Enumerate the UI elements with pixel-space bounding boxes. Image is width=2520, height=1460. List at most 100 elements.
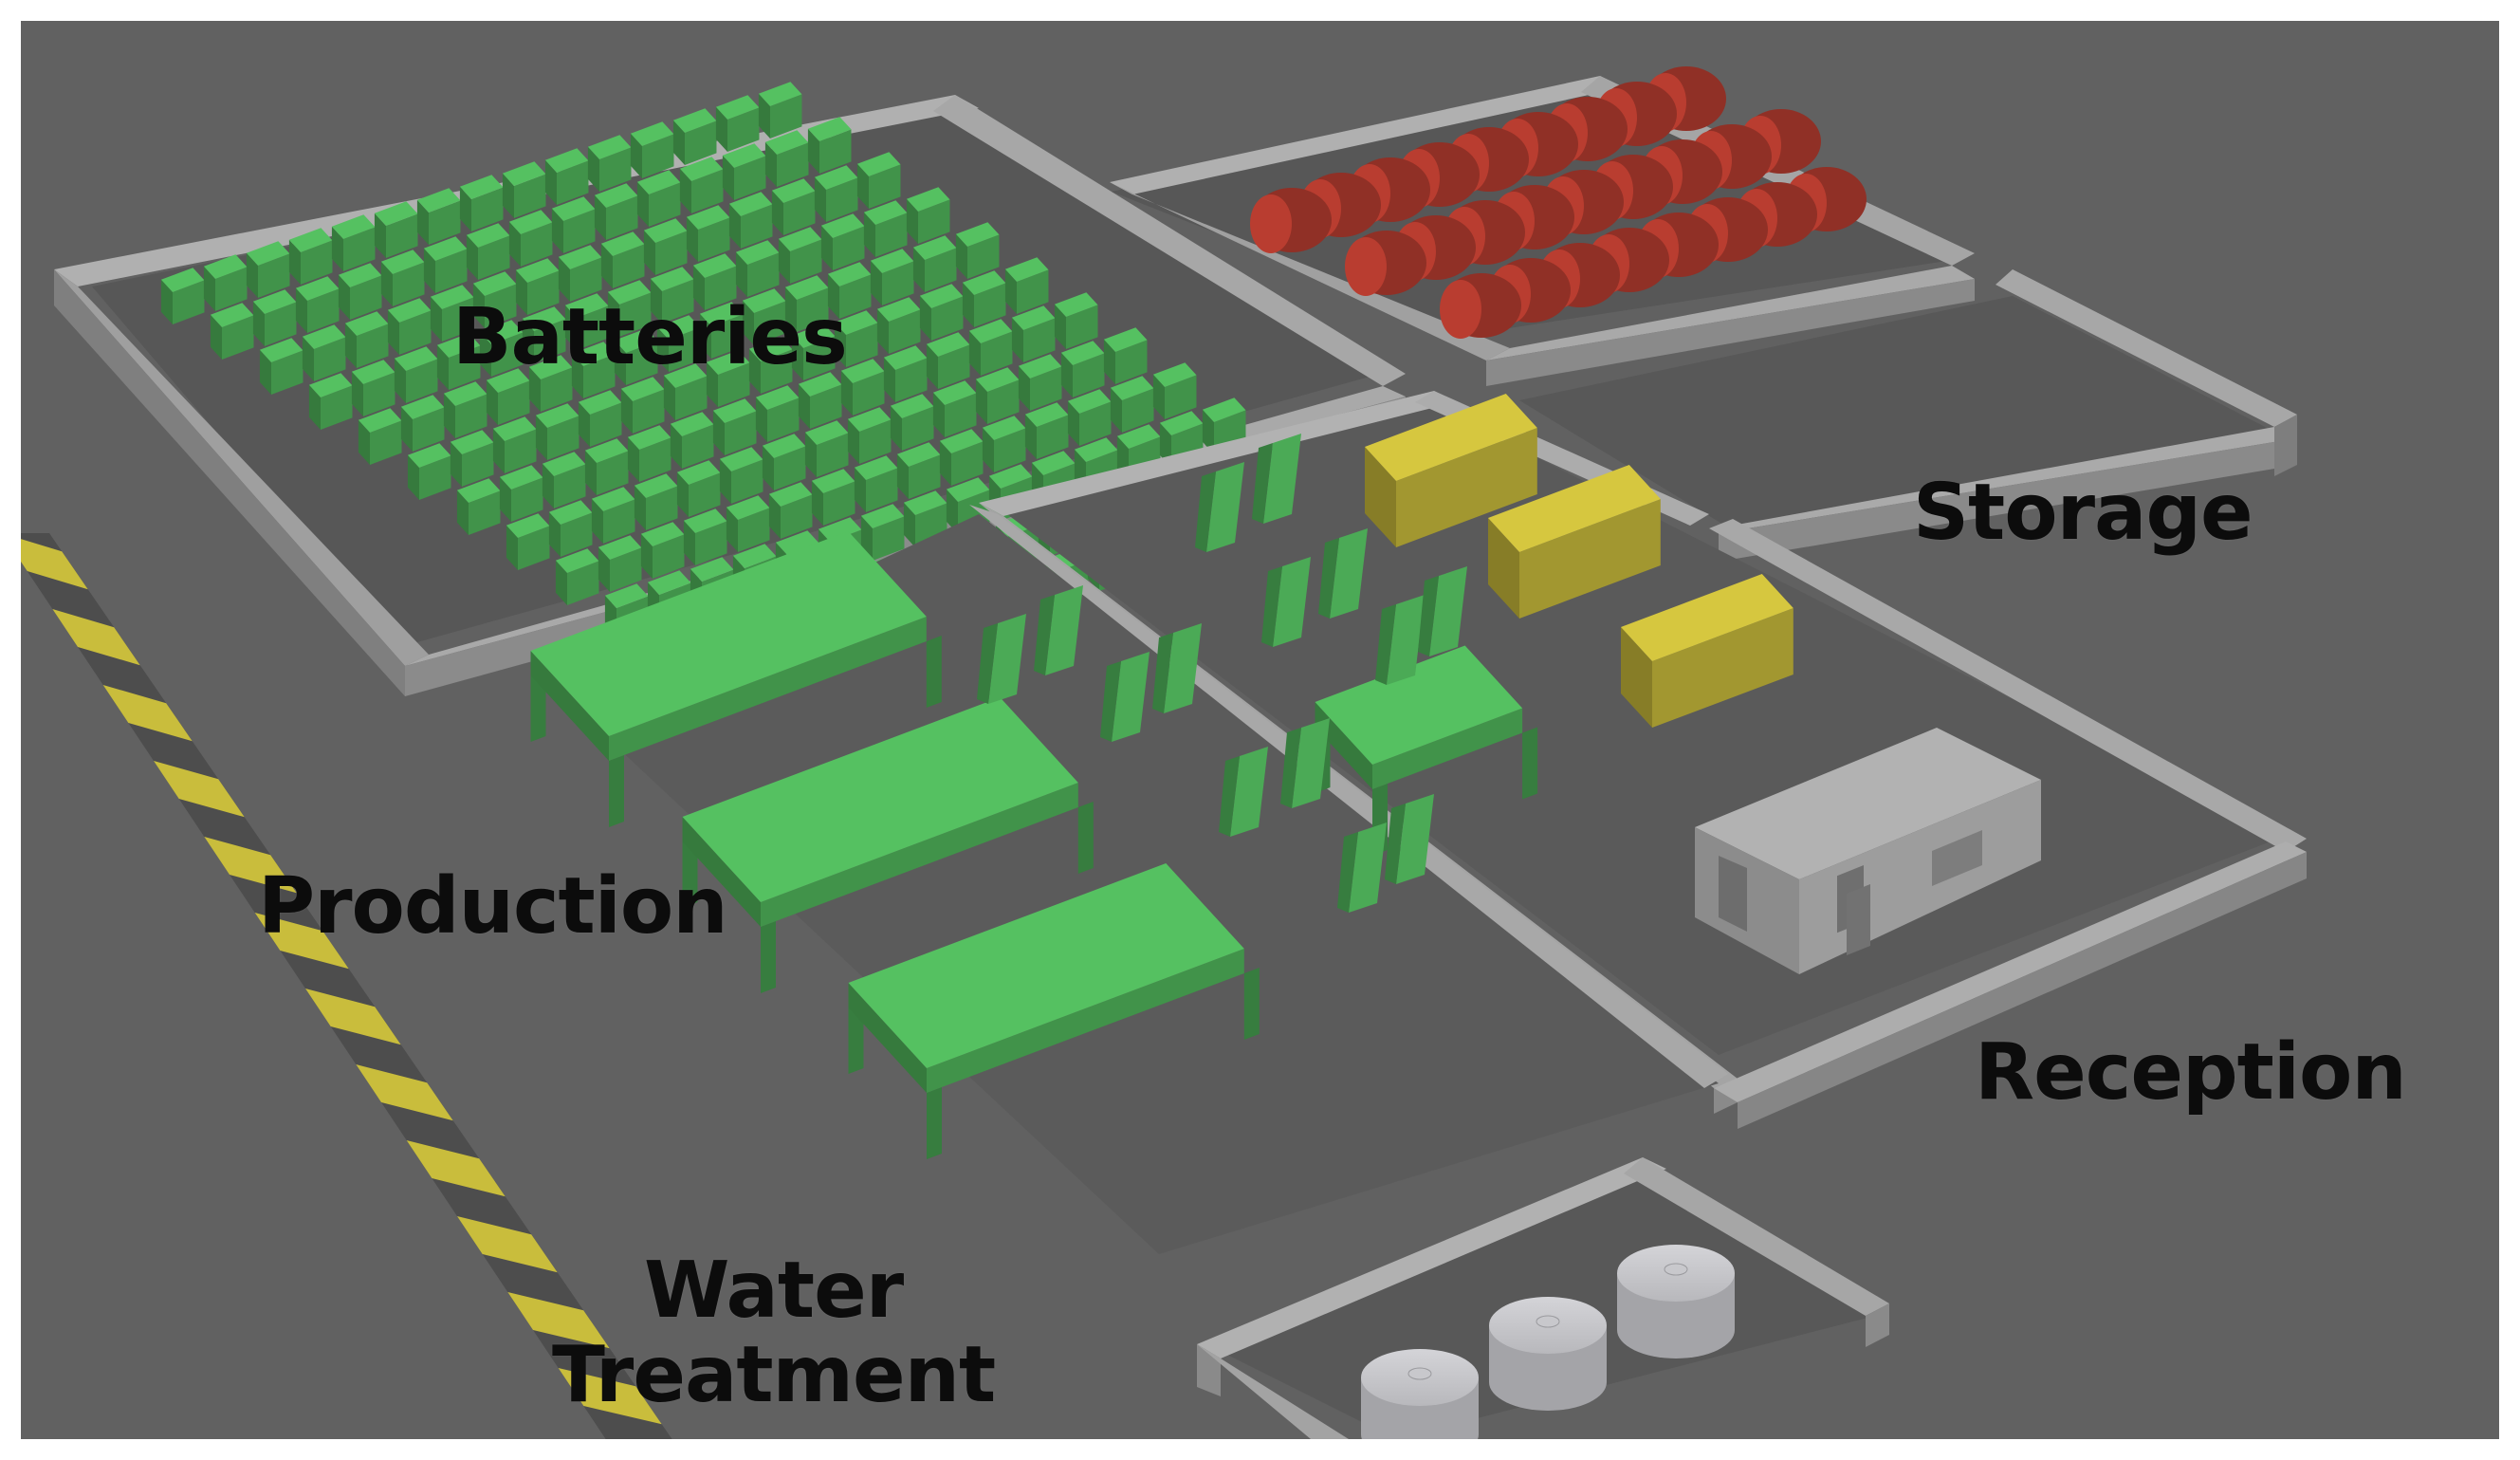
- battery-cell-icon: [636, 170, 681, 227]
- production-machine: [1330, 528, 1368, 619]
- battery-cell-icon: [883, 345, 928, 402]
- battery-cell-icon: [876, 297, 921, 354]
- production-machine: [1164, 623, 1202, 713]
- battery-cell-icon: [515, 258, 560, 315]
- battery-cell-icon: [535, 403, 579, 460]
- battery-cell-icon: [558, 245, 602, 302]
- battery-cell-icon: [591, 487, 635, 544]
- battery-cell-icon: [614, 328, 658, 385]
- hazard-stripe: [52, 609, 140, 666]
- battery-cell-icon: [630, 121, 674, 178]
- battery-cell-icon: [926, 332, 970, 389]
- battery-cell-icon: [416, 188, 461, 245]
- battery-cell-icon: [203, 254, 248, 311]
- battery-cell-icon: [387, 298, 432, 355]
- hazard-stripe: [21, 539, 88, 590]
- container-icon: [1488, 465, 1661, 619]
- storage-barrels-zone: [1110, 66, 1975, 386]
- battery-cell-icon: [443, 381, 487, 438]
- battery-cell-icon: [358, 408, 402, 465]
- battery-cell-icon: [331, 214, 376, 271]
- battery-cell-icon: [768, 482, 813, 539]
- battery-cell-icon: [686, 205, 730, 262]
- battery-cell-icon: [1004, 257, 1049, 314]
- battery-cell-icon: [712, 398, 757, 455]
- battery-cell-icon: [726, 495, 770, 552]
- production-machine: [1429, 566, 1467, 656]
- battery-cell-icon: [1103, 327, 1148, 384]
- battery-cell-icon: [755, 385, 800, 442]
- battery-cell-icon: [1011, 305, 1056, 362]
- battery-cell-icon: [650, 267, 694, 323]
- battery-cell-icon: [863, 200, 908, 257]
- battery-cell-icon: [620, 377, 665, 434]
- battery-cell-icon: [807, 117, 852, 174]
- batteries-label: Batteries: [452, 292, 848, 382]
- battery-cell-icon: [1054, 292, 1098, 349]
- battery-cell-icon: [338, 263, 382, 320]
- battery-cell-icon: [584, 438, 629, 495]
- battery-cell-icon: [1152, 362, 1197, 419]
- battery-cell-icon: [640, 522, 685, 579]
- battery-cell-icon: [544, 148, 589, 205]
- battery-cell-icon: [982, 416, 1026, 472]
- battery-cell-icon: [492, 416, 537, 473]
- hazard-stripe: [406, 1140, 506, 1197]
- battery-cell-icon: [564, 293, 609, 350]
- hazard-stripe: [356, 1064, 453, 1121]
- battery-cell-icon: [932, 380, 977, 437]
- battery-cell-icon: [548, 500, 593, 557]
- production-machine: [1349, 822, 1387, 913]
- battery-cell-icon: [288, 228, 333, 285]
- hazard-stripe: [102, 685, 193, 742]
- production-machine: [1112, 652, 1150, 742]
- battery-cell-icon: [528, 355, 573, 412]
- battery-cell-icon: [968, 319, 1013, 376]
- battery-cell-icon: [634, 473, 678, 530]
- battery-cell-icon: [820, 213, 865, 270]
- battery-cell-icon: [508, 210, 553, 267]
- hazard-stripe: [558, 1368, 662, 1425]
- reception-building: [1695, 728, 2041, 974]
- battery-cell-icon: [906, 187, 950, 244]
- factory-scene: [21, 21, 2499, 1439]
- battery-cell-icon: [246, 241, 290, 298]
- battery-cell-icon: [1060, 341, 1105, 397]
- battery-cell-icon: [722, 143, 766, 200]
- battery-cell-icon: [555, 548, 599, 605]
- battery-cell-icon: [670, 412, 714, 469]
- battery-cell-icon: [502, 161, 546, 218]
- battery-cell-icon: [587, 135, 632, 192]
- water-treatment-label-line2: Treatment: [552, 1329, 996, 1420]
- container-icon: [1365, 394, 1537, 547]
- battery-cell-icon: [456, 478, 501, 535]
- battery-cell-icon: [578, 390, 622, 447]
- battery-cell-icon: [374, 201, 418, 258]
- battery-cell-icon: [699, 302, 744, 359]
- battery-cell-icon: [762, 434, 806, 490]
- battery-cell-icon: [840, 359, 885, 416]
- battery-cell-icon: [870, 249, 914, 305]
- battery-cell-icon: [394, 346, 438, 403]
- battery-cell-icon: [854, 455, 898, 512]
- water-tank-icon: [1361, 1349, 1479, 1439]
- battery-cell-icon: [896, 442, 941, 499]
- battery-cell-icon: [856, 152, 901, 209]
- storage-label: Storage: [1913, 468, 2253, 558]
- battery-cell-icon: [522, 306, 566, 363]
- battery-cell-icon: [486, 368, 530, 425]
- battery-cell-icon: [728, 192, 773, 249]
- barrel-icon: [1440, 273, 1521, 339]
- battery-cell-icon: [607, 280, 652, 337]
- battery-cell-icon: [912, 235, 957, 292]
- battery-cell-icon: [834, 310, 878, 367]
- battery-cell-icon: [715, 95, 760, 152]
- hazard-stripe: [204, 837, 297, 894]
- production-table-top: [848, 863, 1244, 1093]
- battery-cell-icon: [975, 367, 1020, 424]
- production-table-top: [1315, 645, 1523, 789]
- barrel-icon: [1345, 231, 1426, 296]
- battery-cell-icon: [955, 222, 1000, 279]
- water-treatment-label-line1: Water: [644, 1246, 904, 1336]
- battery-cell-icon: [860, 504, 905, 561]
